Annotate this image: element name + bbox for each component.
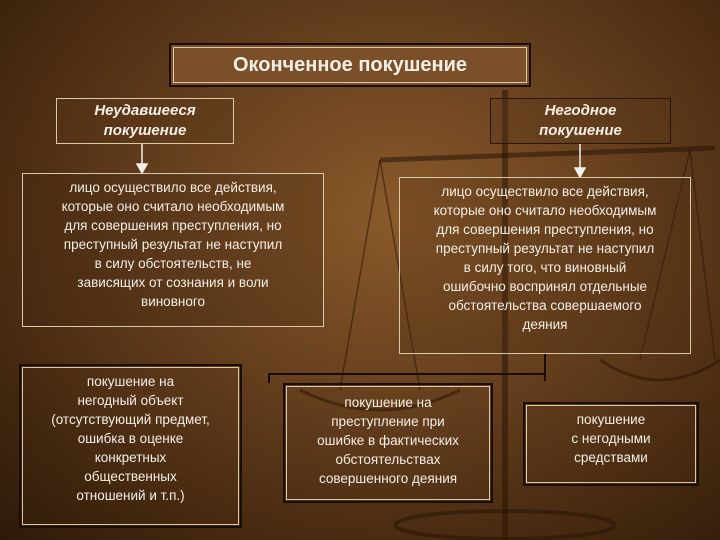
failed-attempt-heading-text: Неудавшееся покушение	[94, 102, 196, 139]
page-title-text: Оконченное покушение	[232, 54, 468, 76]
unfit-means-box: покушение с негодными средствами	[523, 402, 699, 486]
unfit-attempt-heading: Негодное покушение	[490, 98, 671, 144]
unfit-attempt-description: лицо осуществило все действия, которые о…	[399, 177, 691, 354]
unfit-attempt-description-text: лицо осуществило все действия, которые о…	[433, 184, 657, 332]
factual-error-text: покушение на преступление при ошибке в ф…	[317, 395, 459, 486]
failed-attempt-description-text: лицо осуществило все действия, которые о…	[61, 180, 285, 309]
failed-attempt-heading: Неудавшееся покушение	[56, 98, 234, 144]
unfit-object-box: покушение на негодный объект (отсутствую…	[19, 364, 242, 528]
unfit-attempt-heading-text: Негодное покушение	[539, 102, 622, 139]
unfit-means-text: покушение с негодными средствами	[571, 412, 651, 465]
unfit-object-text: покушение на негодный объект (отсутствую…	[51, 374, 210, 503]
factual-error-box: покушение на преступление при ошибке в ф…	[283, 383, 493, 503]
page-title: Оконченное покушение	[169, 43, 531, 87]
failed-attempt-description: лицо осуществило все действия, которые о…	[22, 173, 324, 327]
